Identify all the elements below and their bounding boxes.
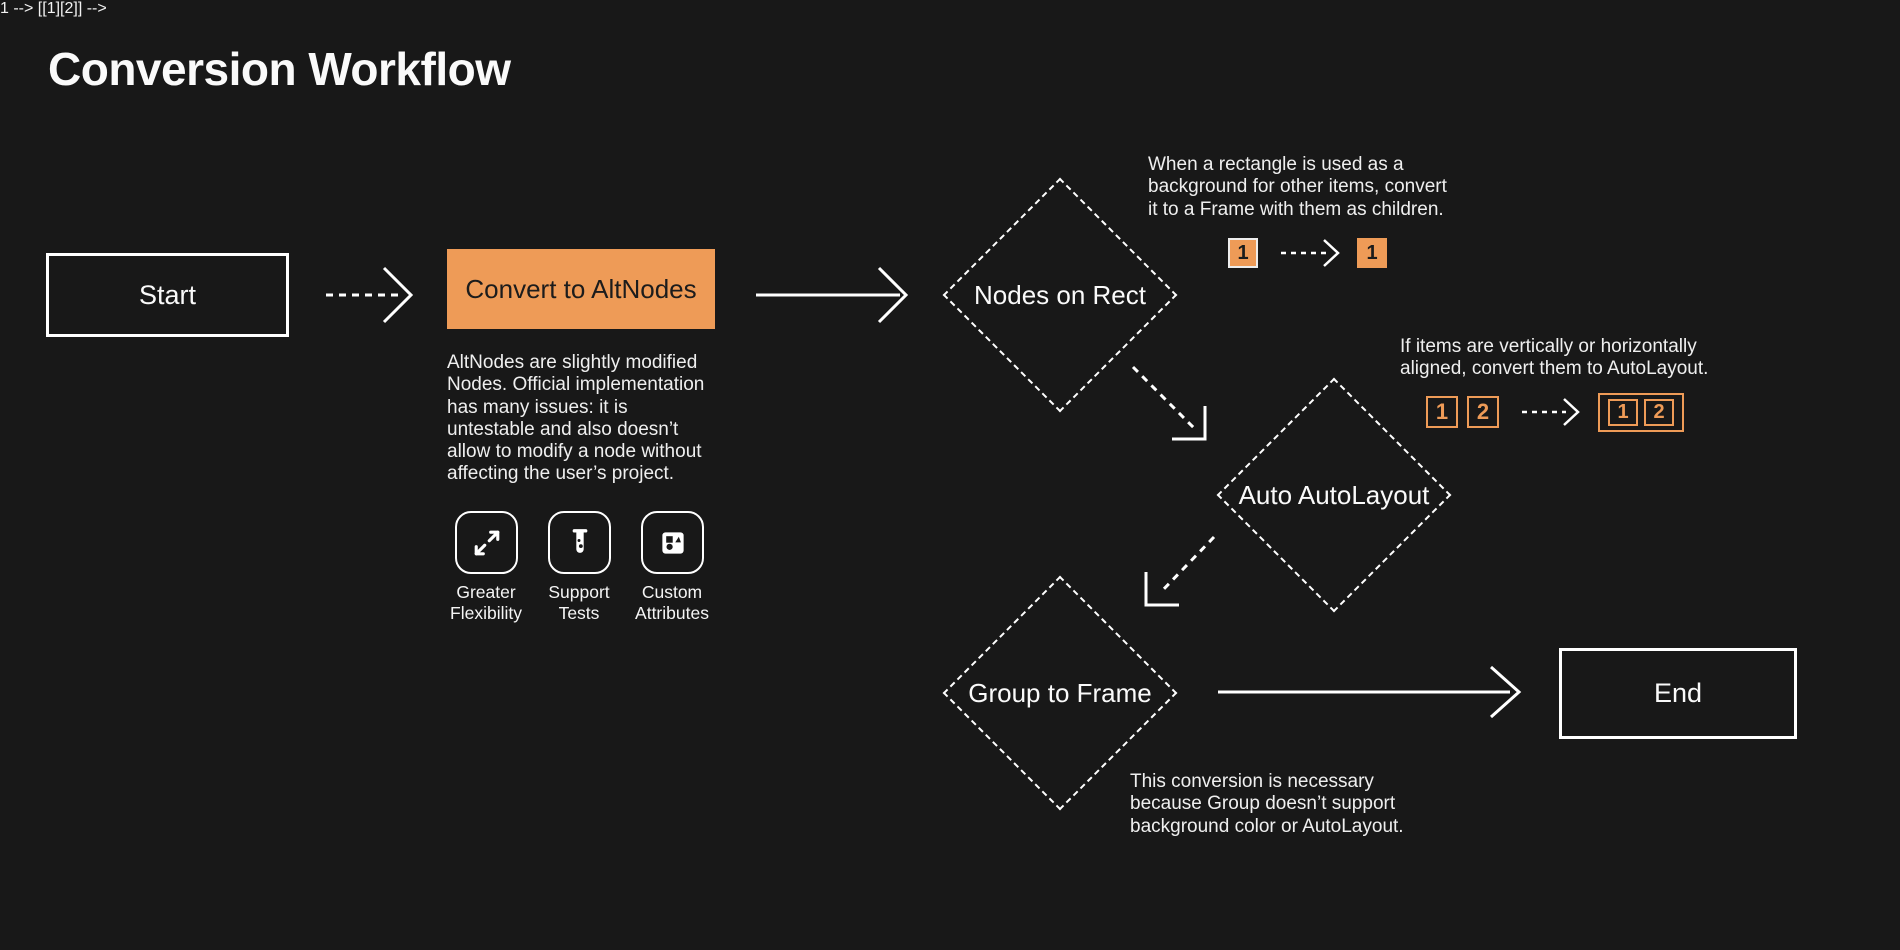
arrow-layout-demo <box>1522 398 1580 426</box>
arrow-start-to-convert <box>326 266 414 324</box>
arrow-convert-to-nodes-on-rect <box>756 266 909 324</box>
arrow-rect-demo <box>1281 239 1340 267</box>
layout-demo-after-group: 1 2 <box>1598 393 1684 432</box>
feature-label-greater-flexibility: Greater Flexibility <box>450 582 522 623</box>
note-altnodes: AltNodes are slightly modified Nodes. Of… <box>447 352 705 485</box>
flow-node-convert-label: Convert to AltNodes <box>465 273 697 304</box>
flow-node-end-label: End <box>1653 678 1703 708</box>
shapes-icon <box>661 531 684 554</box>
note-auto-autolayout: If items are vertically or horizontally … <box>1400 336 1709 380</box>
note-group-to-frame: This conversion is necessary because Gro… <box>1130 771 1404 837</box>
rect-demo-before-box: 1 <box>1228 238 1258 268</box>
feature-label-support-tests: Support Tests <box>548 582 610 623</box>
rect-demo-after-box: 1 <box>1357 238 1387 268</box>
test-tube-icon <box>572 528 587 553</box>
flow-node-start-label: Start <box>138 279 197 310</box>
expand-arrows-icon <box>474 530 499 555</box>
flow-node-convert-to-altnodes: Convert to AltNodes <box>447 249 715 329</box>
flow-node-nodes-on-rect-label: Nodes on Rect <box>974 280 1146 310</box>
layout-demo-before-box-2: 2 <box>1467 396 1499 428</box>
flow-node-end: End <box>1559 648 1797 739</box>
arrow-group-to-frame-to-end <box>1218 665 1522 719</box>
flow-node-start: Start <box>46 253 289 337</box>
feature-support-tests <box>548 511 611 574</box>
note-nodes-on-rect: When a rectangle is used as a background… <box>1148 154 1447 220</box>
feature-custom-attributes <box>641 511 704 574</box>
flow-node-auto-autolayout-label: Auto AutoLayout <box>1238 480 1430 510</box>
layout-demo-before-box-1: 1 <box>1426 396 1458 428</box>
arrow-auto-autolayout-to-group-to-frame <box>1144 535 1216 607</box>
arrow-nodes-on-rect-to-auto-autolayout <box>1131 365 1207 441</box>
page-title: Conversion Workflow <box>48 43 511 95</box>
layout-demo-after-box-2: 2 <box>1644 399 1674 426</box>
feature-label-custom-attributes: Custom Attributes <box>635 582 709 623</box>
layout-demo-after-box-1: 1 <box>1608 399 1638 426</box>
feature-greater-flexibility <box>455 511 518 574</box>
flow-node-group-to-frame-label: Group to Frame <box>968 678 1152 708</box>
